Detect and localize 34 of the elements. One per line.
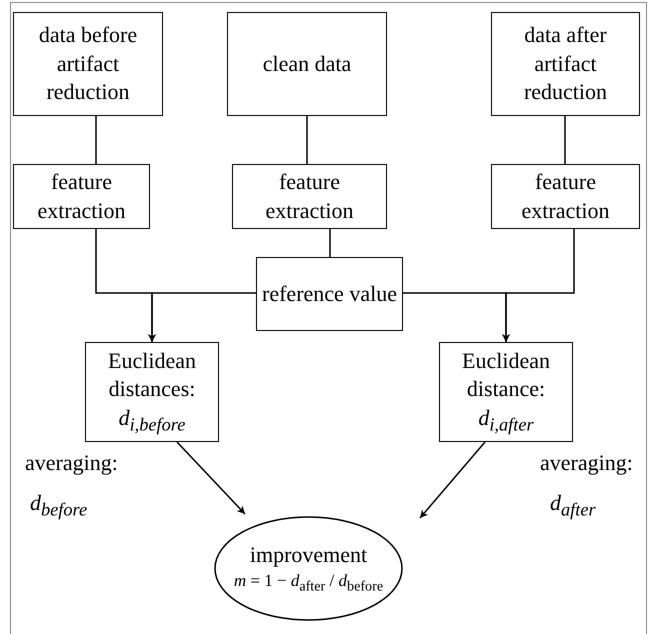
formula: m = 1 − d$_{after}$ / d$_{before}$ <box>234 570 384 596</box>
box-label: Euclidean distance: <box>461 346 551 404</box>
connector-line <box>564 116 566 164</box>
formula: d$_{before}$ <box>30 490 88 520</box>
formula: d$_{after}$ <box>550 490 596 520</box>
process-box <box>13 164 150 229</box>
process-box <box>227 12 387 116</box>
process-box <box>13 12 163 116</box>
formula: d$_{i,before}$ <box>118 404 186 436</box>
box-label: improvement <box>250 541 368 570</box>
annotation-text: averaging: <box>540 450 633 476</box>
formula: d$_{i,after}$ <box>478 404 534 436</box>
process-box <box>439 342 573 442</box>
box-label: feature extraction <box>264 168 354 224</box>
arrow <box>148 292 256 342</box>
connector-line <box>95 116 97 164</box>
box-label: clean data <box>262 50 352 78</box>
annotation-text: averaging: <box>25 450 118 476</box>
arrow <box>403 292 510 342</box>
box-label: reference value <box>262 280 397 308</box>
connector-line <box>329 229 331 257</box>
box-label: feature extraction <box>36 168 126 224</box>
box-label: data after artifact reduction <box>522 21 608 106</box>
box-label: data before artifact reduction <box>38 21 138 106</box>
process-box <box>491 12 640 116</box>
arrow <box>176 441 246 515</box>
process-box <box>491 164 640 229</box>
process-box <box>232 164 387 229</box>
process-box <box>85 342 219 442</box>
connector-line <box>306 116 308 164</box>
box-label: Euclidean distances: <box>107 346 197 404</box>
process-box <box>256 257 403 331</box>
arrow <box>419 442 486 518</box>
box-label: feature extraction <box>520 168 610 224</box>
